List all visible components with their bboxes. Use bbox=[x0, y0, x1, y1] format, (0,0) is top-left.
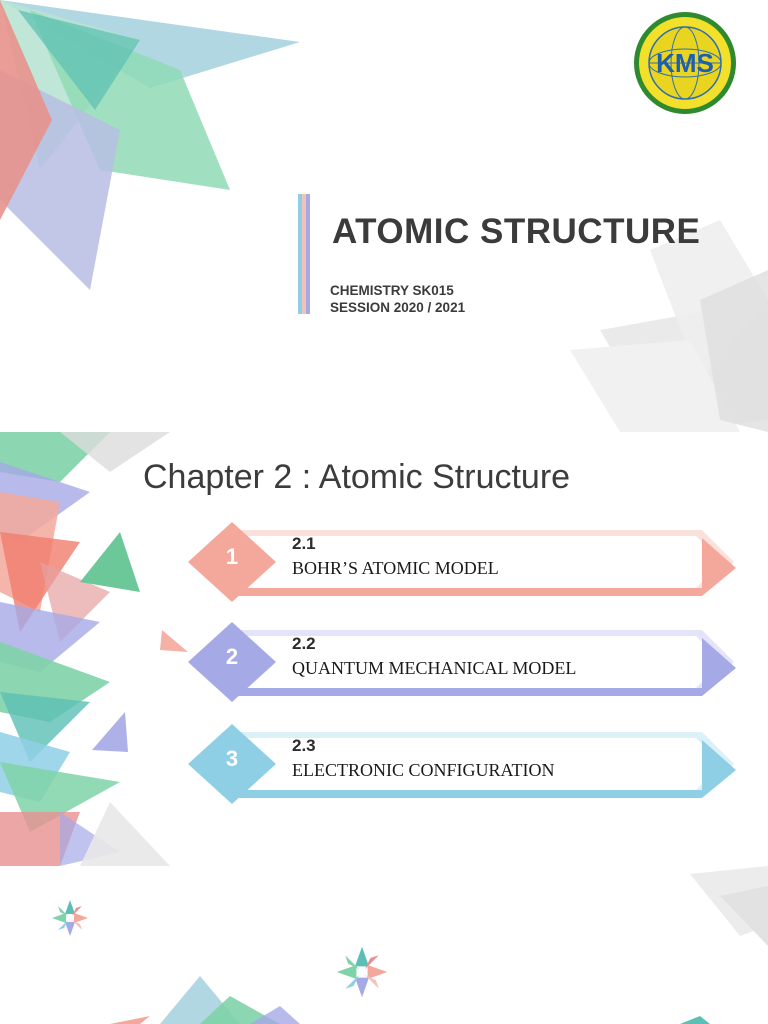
topic-item-2-3[interactable]: 3 2.3 ELECTRONIC CONFIGURATION bbox=[188, 724, 744, 804]
chapter-slide: Chapter 2 : Atomic Structure 1 2.1 BOHR’… bbox=[0, 432, 768, 866]
topic-name: ELECTRONIC CONFIGURATION bbox=[292, 760, 555, 780]
chapter-slide-decoration bbox=[0, 432, 188, 866]
title-slide-decoration bbox=[0, 0, 768, 432]
title-slide: KMS ATOMIC STRUCTURE CHEMISTRY SK015 SES… bbox=[0, 0, 768, 432]
kms-logo: KMS bbox=[634, 12, 736, 114]
topic-code: 2.2 bbox=[292, 634, 316, 653]
course-code: CHEMISTRY SK015 bbox=[330, 283, 454, 298]
topic-name: QUANTUM MECHANICAL MODEL bbox=[292, 658, 577, 678]
title-accent-bar bbox=[298, 194, 310, 314]
topic-arrow-shape bbox=[188, 522, 736, 602]
next-slide-partial bbox=[0, 866, 768, 1024]
topic-arrow-shape bbox=[188, 724, 736, 804]
topic-code: 2.1 bbox=[292, 534, 316, 553]
topic-number: 1 bbox=[225, 544, 239, 569]
flower-ornament-center bbox=[336, 946, 388, 998]
topic-code: 2.3 bbox=[292, 736, 316, 755]
flower-ornament-left bbox=[52, 900, 88, 936]
presentation-title: ATOMIC STRUCTURE bbox=[332, 212, 701, 251]
topic-item-2-2[interactable]: 2 2.2 QUANTUM MECHANICAL MODEL bbox=[188, 622, 744, 702]
session-label: SESSION 2020 / 2021 bbox=[330, 300, 466, 315]
topic-arrow-shape bbox=[188, 622, 736, 702]
chapter-title: Chapter 2 : Atomic Structure bbox=[143, 458, 571, 496]
next-slide-decoration bbox=[52, 866, 768, 1024]
logo-text: KMS bbox=[656, 48, 714, 78]
topic-number: 2 bbox=[225, 644, 239, 669]
topic-name: BOHR’S ATOMIC MODEL bbox=[292, 558, 499, 578]
topic-item-2-1[interactable]: 1 2.1 BOHR’S ATOMIC MODEL bbox=[188, 522, 744, 602]
topic-number: 3 bbox=[225, 746, 239, 771]
